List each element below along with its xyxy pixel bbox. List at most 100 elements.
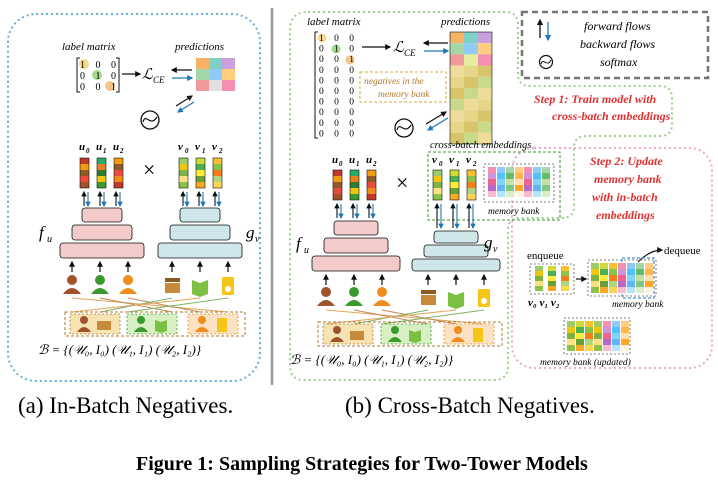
prediction-cell <box>450 99 464 111</box>
memory-bank-cell <box>542 167 550 173</box>
label-matrix-row: 0 0 0 <box>319 98 358 108</box>
memory-bank-cell <box>576 345 584 351</box>
memory-bank-cell <box>506 179 514 185</box>
memory-bank-cell <box>542 185 550 191</box>
memory-bank-cell <box>609 281 617 287</box>
predictions-title: predictions <box>174 41 224 53</box>
label-matrix-row: 0 0 0 <box>319 119 358 129</box>
negatives-note-box <box>359 71 447 103</box>
memory-bank-cell <box>636 275 644 281</box>
memory-bank-cell <box>621 339 629 345</box>
label-matrix-row: 0 0 0 <box>319 66 358 76</box>
memory-bank-cell <box>506 173 514 179</box>
memory-bank-cell <box>567 333 575 339</box>
prediction-cell <box>464 32 478 44</box>
svg-text:v: v <box>255 234 260 245</box>
batch-formula-b: ℬ = {(𝒰₀, I₀) (𝒰₁, I₁) (𝒰₂, I₂)} <box>290 352 454 367</box>
memory-bank-cell <box>533 167 541 173</box>
memory-bank-cell <box>585 345 593 351</box>
memory-bank-cell <box>497 173 505 179</box>
step2-text: Step 2: Update <box>590 154 663 168</box>
svg-text:2: 2 <box>119 147 124 155</box>
memory-bank-cell <box>542 191 550 197</box>
item-tower-b <box>411 230 501 272</box>
softmax-icon <box>538 54 554 70</box>
step2-v-vectors: v₀ v₁ v₂ <box>528 297 560 309</box>
svg-text:1: 1 <box>103 147 107 155</box>
memory-bank-cell <box>600 287 608 293</box>
memory-bank-cell <box>627 275 635 281</box>
label-matrix-row: 0 0 1 <box>80 82 120 93</box>
memory-bank-cell <box>627 263 635 269</box>
step1-text: cross-batch embeddings <box>552 109 671 123</box>
memory-bank-cell <box>576 339 584 345</box>
memory-bank-cell <box>600 281 608 287</box>
memory-bank-cell <box>585 339 593 345</box>
label-matrix-title: label matrix <box>307 16 361 28</box>
memory-bank-cell <box>621 345 629 351</box>
legend-backward: backward flows <box>580 37 656 51</box>
softmax-icon <box>140 110 160 130</box>
prediction-cell <box>450 54 464 66</box>
memory-bank-cell <box>627 287 635 293</box>
prediction-cell <box>478 76 492 88</box>
panel-a-border <box>7 13 261 382</box>
svg-text:u: u <box>47 234 52 245</box>
memory-bank-cell <box>585 327 593 333</box>
figure-caption: Figure 1: Sampling Strategies for Two-To… <box>136 453 588 475</box>
label-matrix-title: label matrix <box>62 41 116 53</box>
memory-bank-cell <box>594 327 602 333</box>
memory-bank-cell <box>533 173 541 179</box>
memory-bank-cell <box>542 179 550 185</box>
svg-text:v: v <box>466 154 471 166</box>
memory-bank-cell <box>542 173 550 179</box>
svg-text:v: v <box>449 154 454 166</box>
memory-bank-cell <box>594 345 602 351</box>
svg-text:g: g <box>246 223 255 242</box>
prediction-cell <box>450 121 464 133</box>
prediction-cell <box>450 43 464 55</box>
memory-bank-cell <box>506 191 514 197</box>
speaker-icon <box>478 289 490 307</box>
prediction-cell <box>450 88 464 100</box>
svg-text:1: 1 <box>456 160 460 168</box>
prediction-cell <box>464 132 478 144</box>
clapper-icon <box>165 278 180 293</box>
svg-text:0: 0 <box>439 160 443 168</box>
memory-bank-cell <box>600 263 608 269</box>
prediction-cell <box>450 132 464 144</box>
user-embeddings-b <box>332 169 377 201</box>
prediction-cell <box>464 121 478 133</box>
enqueue-embeddings <box>529 263 575 295</box>
memory-bank-cell <box>591 281 599 287</box>
item-tower <box>157 207 243 259</box>
memory-bank-cell <box>645 281 653 287</box>
memory-bank-cell <box>618 275 626 281</box>
memory-bank-cell <box>645 275 653 281</box>
memory-bank-cell <box>488 179 496 185</box>
svg-text:2: 2 <box>372 160 377 168</box>
prediction-cell <box>478 65 492 77</box>
memory-bank-cell <box>515 173 523 179</box>
label-matrix-row: 0 0 0 <box>319 108 358 118</box>
svg-text:CE: CE <box>404 48 416 58</box>
svg-text:g: g <box>484 233 493 252</box>
label-matrix-row: 0 0 1 <box>319 55 358 65</box>
prediction-cell <box>464 76 478 88</box>
memory-bank-cell <box>567 321 575 327</box>
prediction-cell <box>478 132 492 144</box>
user-tower <box>59 207 145 259</box>
panel-a: label matrix predictions 1 0 0 0 1 0 0 0… <box>7 13 261 382</box>
memory-bank-cell <box>585 333 593 339</box>
svg-text:v: v <box>195 141 200 153</box>
memory-bank-cell <box>636 269 644 275</box>
predictions-grid <box>196 58 235 91</box>
svg-text:2: 2 <box>218 147 223 155</box>
step2-text: embeddings <box>596 208 655 222</box>
prediction-cell <box>464 88 478 100</box>
svg-text:u: u <box>113 141 119 153</box>
predictions-grid-b-border <box>449 31 493 145</box>
memory-bank-cell <box>594 321 602 327</box>
label-matrix-row: 0 0 0 <box>319 87 358 97</box>
